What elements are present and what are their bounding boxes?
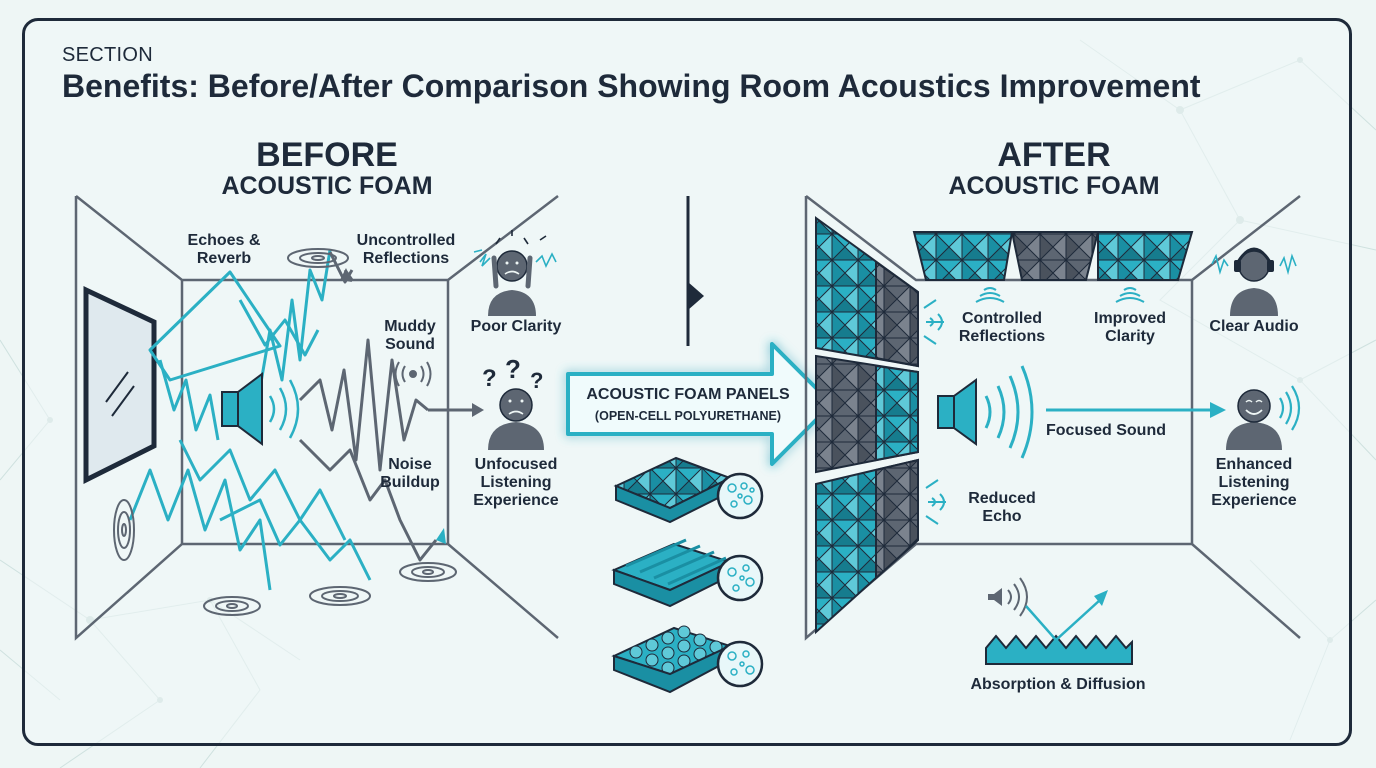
wedge-foam-sample: [611, 538, 764, 608]
callout-arrow: [566, 342, 834, 466]
echoes-reverb-label: Echoes &Reverb: [187, 232, 261, 267]
happy-person-icon: [1226, 385, 1301, 450]
echo-waves: [128, 249, 438, 591]
wall-foam-panels: [815, 216, 919, 635]
pyramid-foam-sample: [613, 456, 764, 524]
ripple-rings: [113, 248, 457, 616]
foam-panels-callout-title: ACOUSTIC FOAM PANELS: [586, 386, 790, 403]
egg-crate-foam-sample: [611, 625, 764, 694]
controlled-sound-marks: [923, 287, 1145, 525]
absorption-diffusion-diagram: [985, 577, 1133, 665]
after-heading: AFTER: [997, 136, 1111, 174]
content-frame: [22, 18, 1352, 746]
clear-audio-label: Clear Audio: [1209, 318, 1299, 335]
radio-waves-icon: [394, 361, 432, 387]
headphones-person-icon: [1211, 247, 1297, 316]
poor-clarity-label: Poor Clarity: [470, 318, 562, 335]
absorption-diffusion-label: Absorption & Diffusion: [970, 676, 1146, 693]
section-label: SECTION: [62, 44, 153, 66]
page-title: Benefits: Before/After Comparison Showin…: [62, 68, 1201, 104]
svg-text:?: ?: [530, 368, 543, 393]
stressed-person-icon: [473, 230, 557, 316]
divider: [686, 196, 704, 346]
svg-text:?: ?: [505, 354, 521, 384]
window-icon: [83, 286, 157, 485]
before-subheading: ACOUSTIC FOAM: [221, 172, 433, 200]
ceiling-foam-panels: [912, 231, 1194, 281]
before-heading: BEFORE: [256, 136, 398, 174]
confused-person-icon: ? ? ?: [482, 354, 544, 450]
after-subheading: ACOUSTIC FOAM: [948, 172, 1160, 200]
foam-panels-callout-subtitle: (OPEN-CELL POLYURETHANE): [594, 409, 782, 423]
focused-sound-label: Focused Sound: [1046, 422, 1166, 439]
svg-text:?: ?: [482, 365, 497, 392]
speaker-icon-after: [937, 365, 1034, 459]
speaker-icon-before: [221, 372, 300, 446]
